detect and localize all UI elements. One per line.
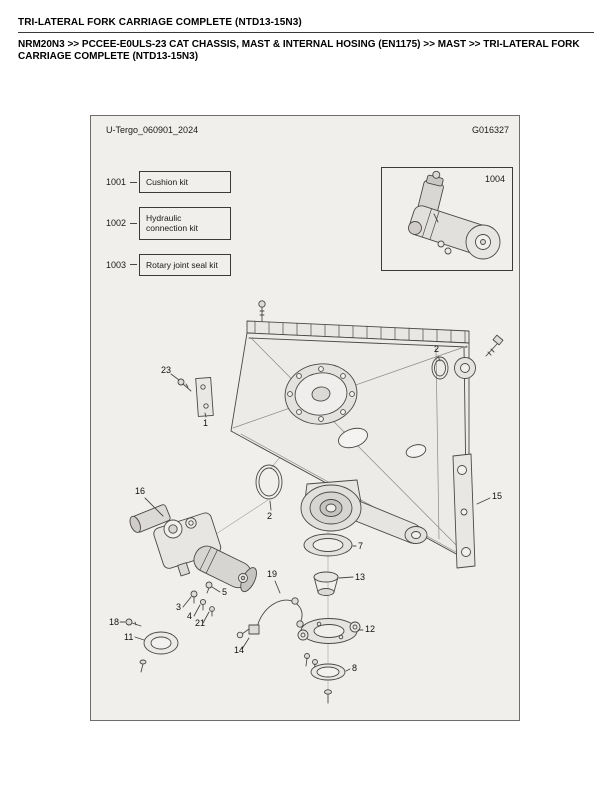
- legend-connector-line: [130, 222, 137, 224]
- callout-23: 23: [161, 365, 172, 375]
- legend-connector-line: [130, 264, 137, 266]
- legend-item-1002: 1002 Hydraulic connection kit: [106, 207, 231, 240]
- callout-21: 21: [195, 618, 206, 628]
- kit-legend: 1001 Cushion kit 1002 Hydraulic connecti…: [106, 171, 231, 290]
- legend-item-1001: 1001 Cushion kit: [106, 171, 231, 194]
- callout-4: 4: [187, 611, 193, 621]
- doc-code: U-Tergo_060901_2024: [106, 125, 199, 135]
- legend-part-number: 1001: [106, 177, 127, 188]
- inset-part-number: 1004: [484, 174, 505, 184]
- callout-15: 15: [492, 491, 503, 501]
- callout-14: 14: [234, 645, 245, 655]
- legend-part-number: 1003: [106, 259, 127, 270]
- callout-12: 12: [365, 624, 376, 634]
- callout-2: 2: [434, 344, 440, 354]
- diagram-frame: U-Tergo_060901_2024 G016327 1001 Cushion…: [90, 115, 520, 721]
- callout-16: 16: [135, 486, 146, 496]
- legend-kit-label: Cushion kit: [139, 171, 231, 194]
- callout-3: 3: [176, 602, 182, 612]
- callout-7: 7: [358, 541, 364, 551]
- callout-13: 13: [355, 572, 366, 582]
- legend-part-number: 1002: [106, 218, 127, 229]
- callout-19: 19: [267, 569, 278, 579]
- callout-1: 1: [203, 418, 209, 428]
- callout-18: 18: [109, 617, 120, 627]
- figure-code: G016327: [471, 125, 509, 135]
- page-title: TRI-LATERAL FORK CARRIAGE COMPLETE (NTD1…: [18, 17, 302, 28]
- inset-box-rotary-joint: 1004: [381, 167, 513, 271]
- legend-kit-label: Rotary joint seal kit: [139, 253, 231, 276]
- header-divider: [18, 32, 594, 33]
- callout-5: 5: [222, 587, 228, 597]
- legend-connector-line: [130, 181, 137, 183]
- breadcrumb: NRM20N3 >> PCCEE-E0ULS-23 CAT CHASSIS, M…: [18, 39, 580, 62]
- legend-kit-label: Hydraulic connection kit: [139, 207, 231, 240]
- rotary-joint-drawing: [408, 170, 501, 260]
- legend-item-1003: 1003 Rotary joint seal kit: [106, 253, 231, 276]
- callout-2: 2: [267, 511, 273, 521]
- callout-11: 11: [124, 632, 134, 642]
- callout-8: 8: [352, 663, 358, 673]
